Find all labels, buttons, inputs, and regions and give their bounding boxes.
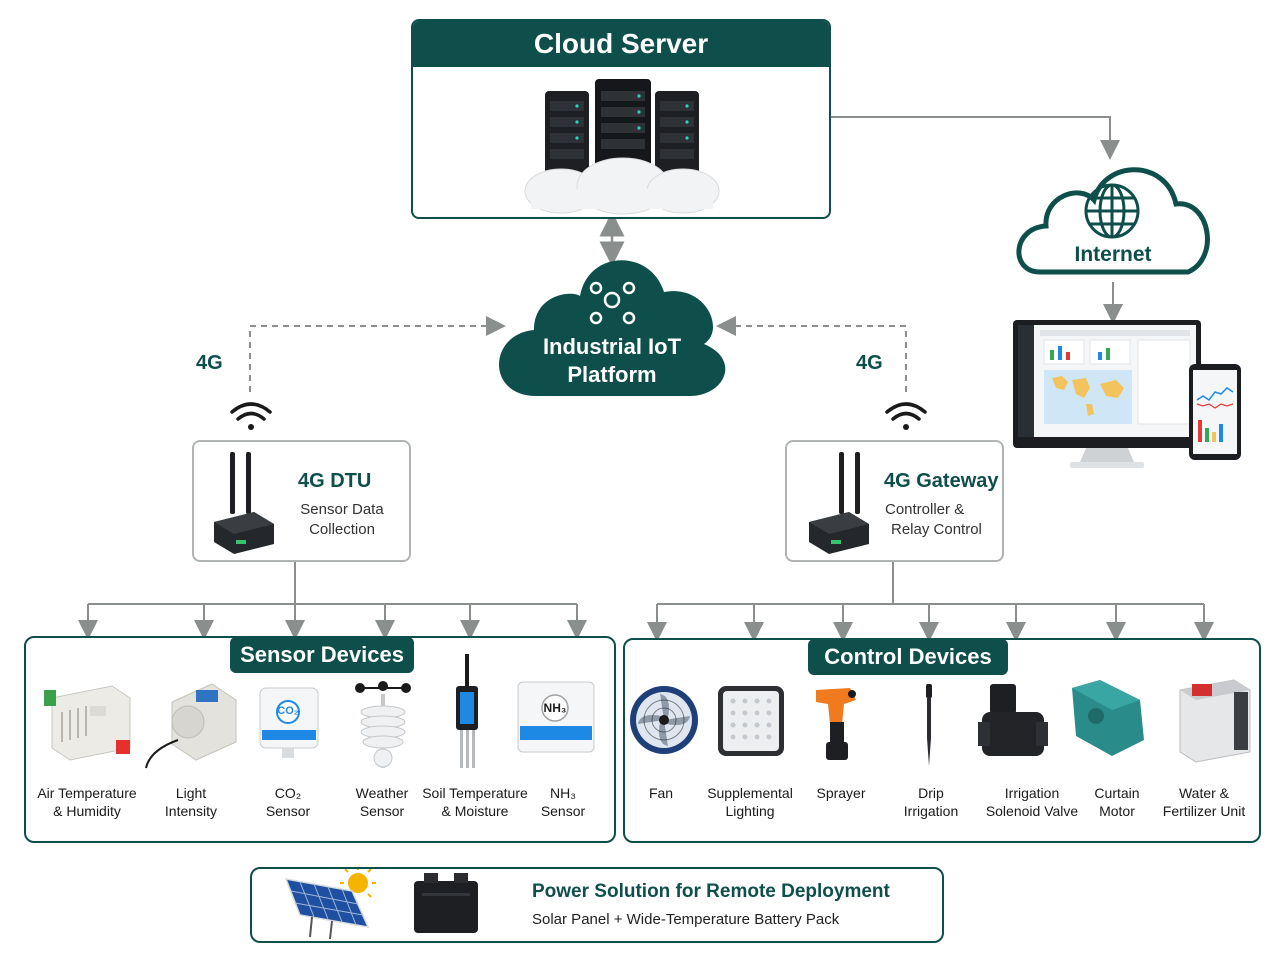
battery-icon	[414, 873, 478, 933]
gateway-fanout	[657, 562, 1204, 605]
power-title: Power Solution for Remote Deployment	[532, 881, 890, 902]
platform-label-line1: Industrial IoT	[542, 334, 682, 359]
platform-label-line2: Platform	[567, 362, 657, 387]
dtu-sub2: Collection	[309, 521, 375, 538]
server-to-internet-arrow	[830, 116, 1120, 160]
control-label-fan: Fan	[648, 785, 674, 801]
sensor-label-soil: Soil Temperature& Moisture	[422, 785, 528, 819]
gateway-platform-dashed	[716, 316, 907, 392]
platform-label: Industrial IoT Platform	[520, 333, 704, 389]
gateway-sub1: Controller &	[885, 501, 965, 518]
server-rack-icon	[524, 79, 720, 215]
dtu-node: 4G DTU Sensor Data Collection	[192, 440, 411, 562]
sensor-devices-title: Sensor Devices	[230, 637, 414, 673]
gateway-title: 4G Gateway	[884, 470, 999, 492]
sensor-label-air-temp: Air Temperature& Humidity	[37, 785, 137, 819]
dtu-sub1: Sensor Data	[300, 501, 384, 518]
co2-badge: CO₂	[277, 705, 299, 717]
gateway-branch-arrows	[647, 604, 1214, 642]
gateway-router-icon	[809, 452, 869, 554]
dtu-router-icon	[214, 452, 274, 554]
power-subtitle: Solar Panel + Wide-Temperature Battery P…	[532, 911, 840, 928]
control-devices-title: Control Devices	[808, 639, 1008, 675]
sun-icon	[340, 869, 376, 898]
solar-battery-icons	[284, 869, 478, 940]
cloud-server-title: Cloud Server	[413, 21, 829, 67]
solar-panel-icon	[284, 878, 370, 940]
gateway-node: 4G Gateway Controller & Relay Control	[785, 440, 1004, 562]
dtu-platform-dashed	[249, 316, 506, 392]
nh3-badge: NH₃	[543, 701, 567, 715]
gateway-sub2: Relay Control	[891, 521, 982, 538]
dtu-fanout	[88, 562, 577, 605]
power-solution-box: Power Solution for Remote Deployment Sol…	[250, 867, 944, 943]
control-label-sprayer: Sprayer	[816, 785, 866, 801]
right-4g-label: 4G	[856, 352, 883, 374]
internet-label: Internet	[1074, 243, 1152, 266]
dtu-branch-arrows	[78, 604, 587, 640]
left-4g-label: 4G	[196, 352, 223, 374]
cloud-server-box: Cloud Server	[411, 19, 831, 219]
control-label-fertilizer: Water &Fertilizer Unit	[1162, 785, 1246, 819]
dtu-title: 4G DTU	[298, 470, 372, 492]
